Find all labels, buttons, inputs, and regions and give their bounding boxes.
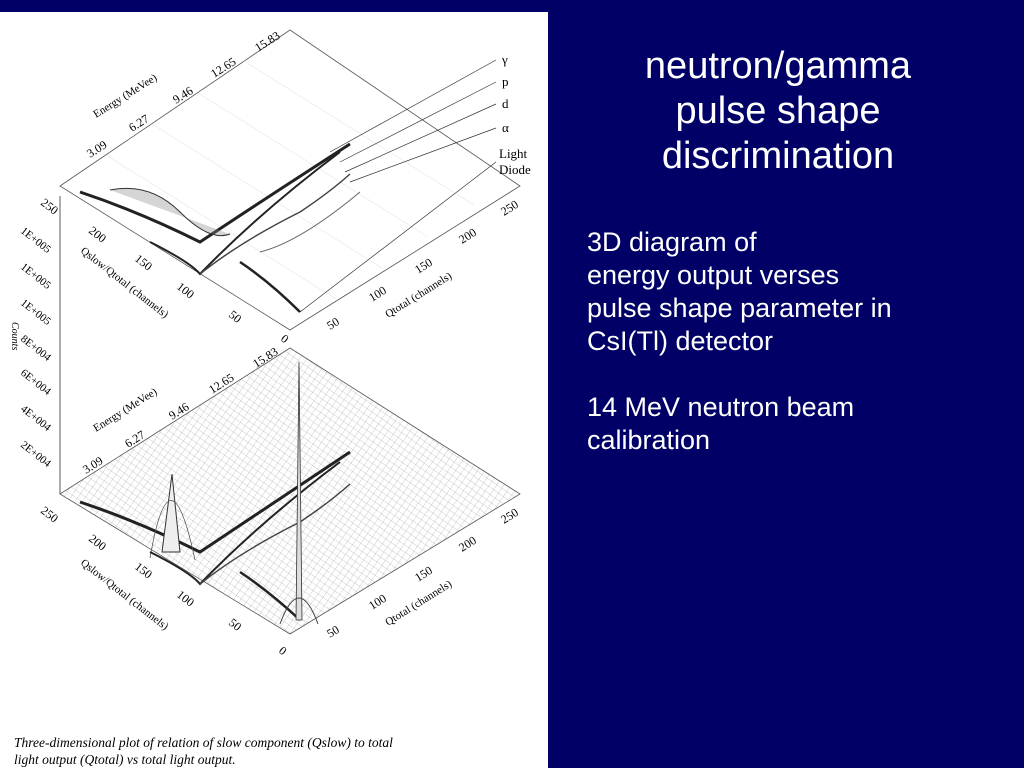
proton-band <box>149 151 341 276</box>
description-line: 3D diagram of <box>587 227 757 257</box>
title-line: discrimination <box>661 135 895 177</box>
light-diode-spike <box>295 361 303 621</box>
counts-tick: 8E+004 <box>18 333 53 364</box>
legend-leaders <box>299 59 497 313</box>
top-qslow-tick: 150 <box>132 251 155 273</box>
proton-ridge <box>149 461 341 586</box>
bottom-qtotal-tick: 250 <box>498 505 521 526</box>
bottom-qtotal-tick: 100 <box>366 591 389 612</box>
top-qtotal-tick: 100 <box>366 283 389 304</box>
legend-diode: Diode <box>499 162 531 177</box>
deuteron-ridge <box>199 483 351 585</box>
top-qtotal-tick: 50 <box>324 314 342 332</box>
top-qslow-tick: 200 <box>86 223 109 245</box>
top-qtotal-tick: 200 <box>456 225 479 246</box>
counts-tick: 1E+005 <box>18 297 53 328</box>
slide-title: neutron/gamma pulse shape discrimination <box>568 44 988 179</box>
legend-deuteron: d <box>502 96 509 111</box>
bottom-qslow-axis-label: Qslow/Qtotal (channels) <box>78 557 171 633</box>
description-line: energy output verses <box>587 260 840 290</box>
top-energy-axis-label: Energy (MeVee) <box>91 72 159 121</box>
bottom-qtotal-axis-label: Qtotal (channels) <box>383 578 454 629</box>
alpha-band <box>239 260 301 313</box>
figure-panel: γ p d α Light Diode Energy (MeVee) 3.09 … <box>0 12 548 768</box>
legend-proton: p <box>502 74 509 89</box>
counts-tick: 1E+005 <box>18 261 53 292</box>
bottom-qtotal-tick: 50 <box>324 622 342 640</box>
spacer <box>587 358 1007 391</box>
bottom-qslow-tick: 200 <box>86 531 109 553</box>
gamma-peak <box>161 473 181 553</box>
legend-gamma: γ <box>501 52 508 67</box>
counts-axis-label: Counts <box>9 322 20 350</box>
top-qslow-tick: 50 <box>226 307 244 325</box>
bottom-qslow-tick: 100 <box>174 587 197 609</box>
counts-tick: 2E+004 <box>18 439 53 470</box>
bottom-qslow-tick: 250 <box>38 503 61 525</box>
counts-tick: 6E+004 <box>18 367 53 398</box>
bottom-qslow-tick: 0 <box>276 643 289 658</box>
note-line: 14 MeV neutron beam <box>587 392 855 422</box>
bottom-qtotal-tick: 150 <box>412 563 435 584</box>
top-plot: γ p d α Light Diode Energy (MeVee) 3.09 … <box>38 28 531 346</box>
scatter-contours <box>259 191 361 253</box>
description-line: pulse shape parameter in <box>587 293 892 323</box>
caption-line: Three-dimensional plot of relation of sl… <box>14 735 393 750</box>
gamma-lobe <box>109 187 231 237</box>
gamma-band <box>79 142 351 244</box>
description-line: CsI(Tl) detector <box>587 326 774 356</box>
title-line: neutron/gamma <box>644 45 912 87</box>
top-qslow-tick: 250 <box>38 195 61 217</box>
gamma-ridge <box>79 450 351 554</box>
bottom-qtotal-tick: 200 <box>456 533 479 554</box>
top-qtotal-tick: 150 <box>412 255 435 276</box>
top-qslow-axis-label: Qslow/Qtotal (channels) <box>78 245 171 321</box>
deuteron-band <box>199 173 351 275</box>
counts-axis: Counts 1E+005 1E+005 1E+005 8E+004 6E+00… <box>9 196 61 494</box>
bottom-qslow-tick: 150 <box>132 559 155 581</box>
psd-3d-plot: γ p d α Light Diode Energy (MeVee) 3.09 … <box>9 28 531 658</box>
note-line: calibration <box>587 425 711 455</box>
top-qslow-tick: 0 <box>278 331 291 346</box>
top-qtotal-axis-label: Qtotal (channels) <box>383 270 454 321</box>
bottom-energy-axis-label: Energy (MeVee) <box>91 386 159 435</box>
legend-light: Light <box>499 146 528 161</box>
top-qslow-tick: 100 <box>174 279 197 301</box>
alpha-ridge <box>239 570 301 621</box>
top-qtotal-tick: 250 <box>498 197 521 218</box>
bottom-qslow-tick: 50 <box>226 615 244 633</box>
slide-body: 3D diagram of energy output verses pulse… <box>587 226 1007 457</box>
figure-caption: Three-dimensional plot of relation of sl… <box>14 734 534 768</box>
counts-tick: 1E+005 <box>18 225 53 256</box>
caption-line: light output (Qtotal) vs total light out… <box>14 752 236 767</box>
counts-tick: 4E+004 <box>18 403 53 434</box>
legend-alpha: α <box>502 120 509 135</box>
title-line: pulse shape <box>675 90 881 132</box>
bottom-plot: Energy (MeVee) 3.09 6.27 9.46 12.65 15.8… <box>38 344 521 658</box>
